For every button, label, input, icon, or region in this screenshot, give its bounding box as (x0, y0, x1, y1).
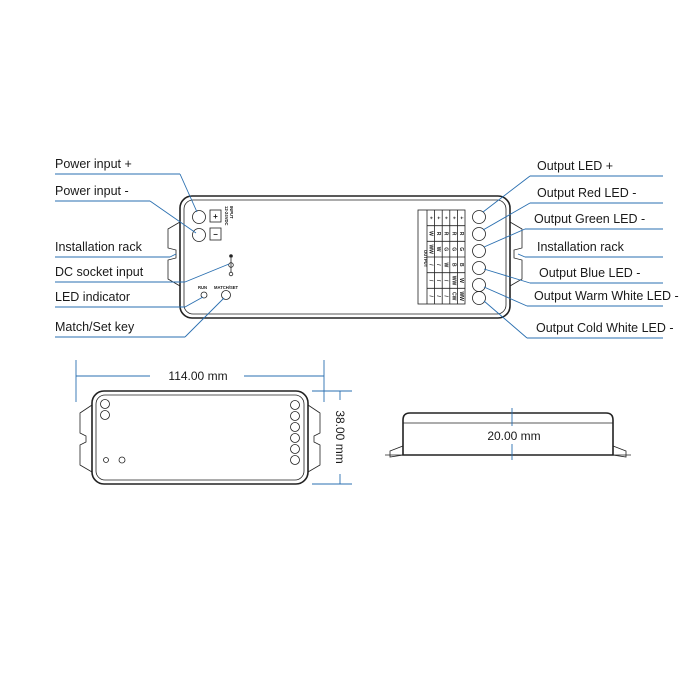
label-output-blue: Output Blue LED - (539, 266, 640, 280)
top-view-terminals (290, 400, 300, 465)
terminal-green (472, 244, 486, 258)
output-table-cell: CW (450, 292, 456, 301)
label-match-set-key: Match/Set key (55, 320, 135, 334)
output-table-cell: + (435, 216, 441, 219)
label-installation-rack-left: Installation rack (55, 240, 143, 254)
controller-device: + − INPUT 12-24VDC RUN MATCH/SET +++++RR… (167, 195, 523, 319)
output-table-cell: R (450, 232, 456, 236)
output-table-cell: WW (450, 276, 456, 286)
top-view-left-ear (79, 404, 93, 473)
length-dimension: 114.00 mm (168, 369, 227, 383)
label-dc-socket-input: DC socket input (55, 265, 144, 279)
output-table-cell: R (435, 232, 441, 236)
label-output-red: Output Red LED - (537, 186, 636, 200)
power-minus-terminal (192, 228, 206, 242)
output-table-cell: W (427, 231, 433, 236)
output-table-cell: / (435, 280, 441, 282)
side-view-drawing: 20.00 mm (385, 408, 631, 460)
top-view-right-ear (307, 404, 321, 473)
output-table-cell: G (443, 247, 449, 251)
side-view-body (402, 412, 614, 456)
output-table-cell: W (435, 247, 441, 252)
right-mounting-rack (509, 221, 523, 287)
left-mounting-rack (167, 221, 181, 287)
input-label: INPUT (229, 206, 234, 219)
output-label: OUTPUT (423, 250, 428, 268)
label-power-input-plus: Power input + (55, 157, 132, 171)
output-table-cell: + (450, 216, 456, 219)
output-table-cell: WW (427, 244, 433, 254)
top-view-body (91, 390, 309, 485)
output-table-cell: R (443, 232, 449, 236)
output-table-cell: B (450, 263, 456, 267)
terminal-blue (472, 261, 486, 275)
output-table-cell: + (458, 216, 464, 219)
output-table-cell: B (458, 263, 464, 267)
label-output-green: Output Green LED - (534, 212, 645, 226)
label-output-warm-white: Output Warm White LED - (534, 289, 679, 303)
output-table-cell: / (435, 264, 441, 266)
terminal-cold-white (472, 291, 486, 305)
right-callouts: Output LED + Output Red LED - Output Gre… (482, 159, 679, 339)
output-table-cell: / (435, 295, 441, 297)
output-table-cell: R (458, 232, 464, 236)
plus-sign: + (213, 212, 218, 221)
output-table-cell: / (427, 295, 433, 297)
output-terminals (472, 210, 486, 305)
match-set-label: MATCH/SET (214, 285, 239, 290)
terminal-led-plus (472, 210, 486, 224)
output-table-cell: G (450, 247, 456, 251)
power-plus-terminal (192, 210, 206, 224)
output-table-cell: W (458, 278, 464, 283)
dc-socket (228, 254, 234, 277)
output-table-cell: WW (458, 291, 464, 301)
output-table-cell: W (443, 262, 449, 267)
minus-sign: − (213, 230, 218, 239)
label-power-input-minus: Power input - (55, 184, 129, 198)
output-table-cell: / (443, 295, 449, 297)
match-set-key[interactable] (221, 290, 231, 300)
device-body (179, 195, 511, 319)
output-table-cell: / (427, 280, 433, 282)
input-voltage-label: 12-24VDC (224, 206, 229, 226)
height-dimension: 20.00 mm (487, 429, 540, 443)
terminal-red (472, 227, 486, 241)
output-table-cell: + (443, 216, 449, 219)
label-output-cold-white: Output Cold White LED - (536, 321, 674, 335)
width-dimension: 38.00 mm (333, 410, 347, 463)
output-table-cell: / (427, 264, 433, 266)
left-callouts: Power input + Power input - Installation… (55, 157, 230, 338)
label-led-indicator: LED indicator (55, 290, 130, 304)
label-installation-rack-right: Installation rack (537, 240, 625, 254)
run-label: RUN (198, 285, 207, 290)
led-indicator (200, 291, 208, 299)
output-table-cell: + (427, 216, 433, 219)
output-table-cell: G (458, 247, 464, 251)
output-table-cell: / (443, 280, 449, 282)
label-output-led-plus: Output LED + (537, 159, 613, 173)
top-view-drawing: 114.00 mm 38.00 mm (75, 360, 352, 485)
